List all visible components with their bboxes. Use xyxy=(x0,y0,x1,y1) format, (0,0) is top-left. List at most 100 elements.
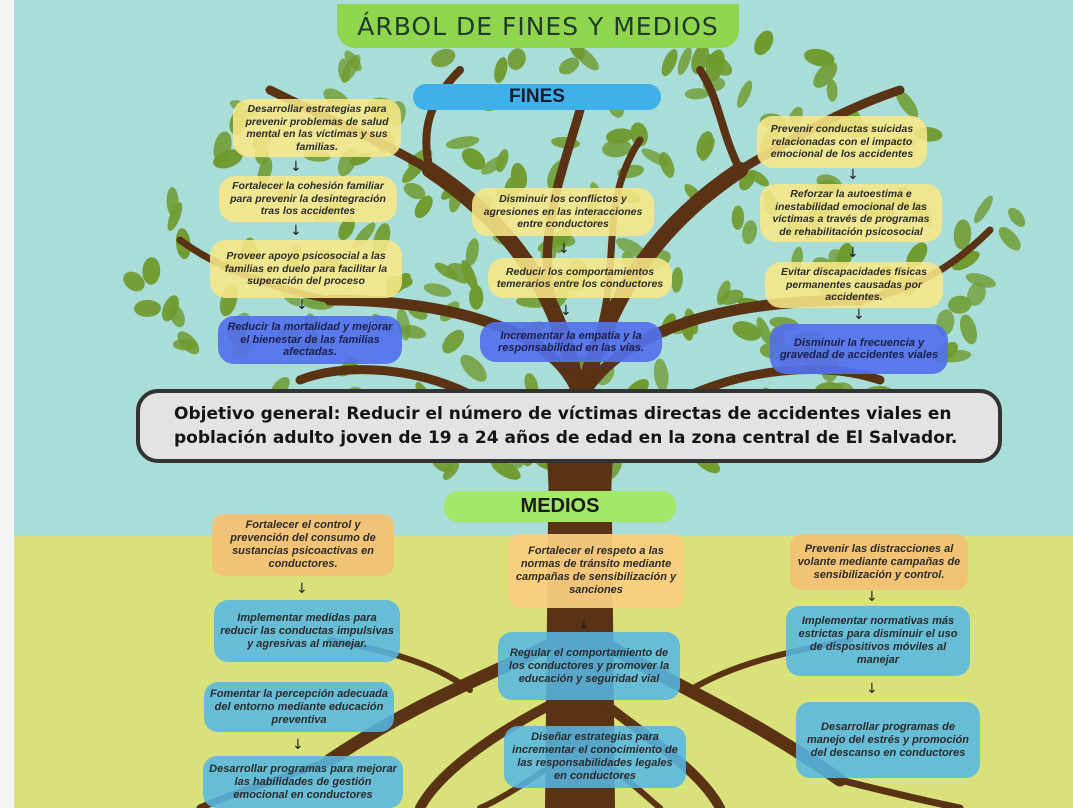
leaf xyxy=(142,257,161,285)
leaf xyxy=(677,46,692,75)
medios-center-box-1: Fortalecer el respeto a las normas de tr… xyxy=(508,534,684,608)
leaf xyxy=(573,45,599,71)
arrow: ↓ xyxy=(292,737,304,753)
leaf xyxy=(641,148,670,167)
leaf xyxy=(465,238,479,266)
leaf xyxy=(344,50,362,72)
fines-right-box-1: Prevenir conductas suicidas relacionadas… xyxy=(757,116,927,168)
leaf xyxy=(123,271,145,292)
title-banner xyxy=(337,4,739,48)
fines-left-box-1: Desarrollar estrategias para prevenir pr… xyxy=(233,99,401,157)
fines-right-box-3: Evitar discapacidades físicas permanente… xyxy=(765,262,943,308)
medios-label: MEDIOS xyxy=(444,491,676,522)
leaf xyxy=(671,267,683,293)
leaf xyxy=(826,79,838,102)
arrow: ↓ xyxy=(296,581,308,597)
leaf xyxy=(967,282,986,306)
leaf xyxy=(461,260,478,291)
leaf xyxy=(602,139,632,158)
leaf xyxy=(998,226,1021,251)
leaf xyxy=(423,283,452,297)
leaf xyxy=(953,219,972,250)
leaf xyxy=(684,88,710,100)
arrow: ↓ xyxy=(296,297,308,313)
medios-center-box-3: Diseñar estrategias para incrementar el … xyxy=(504,726,686,788)
leaf xyxy=(804,48,835,67)
fines-center-box-3: Incrementar la empatía y la responsabili… xyxy=(480,322,662,362)
leaf xyxy=(754,30,774,56)
medios-center-box-2: Regular el comportamiento de los conduct… xyxy=(498,632,680,700)
arrow: ↓ xyxy=(560,303,572,319)
leaf xyxy=(630,122,648,147)
arrow: ↓ xyxy=(558,241,570,257)
medios-left-box-1: Fortalecer el control y prevención del c… xyxy=(212,514,394,576)
objective-line-2: población adulto joven de 19 a 24 años d… xyxy=(174,428,958,448)
arrow: ↓ xyxy=(866,589,878,605)
leaf xyxy=(510,163,528,191)
arrow: ↓ xyxy=(847,167,859,183)
fines-left-box-3: Proveer apoyo psicosocial a las familias… xyxy=(210,240,402,298)
leaf xyxy=(973,195,993,224)
leaf xyxy=(442,329,465,354)
medios-right-box-2: Implementar normativas más estrictas par… xyxy=(786,606,970,676)
leaf xyxy=(952,250,980,271)
leaf xyxy=(1008,207,1026,227)
fines-label: FINES xyxy=(413,84,661,110)
leaf xyxy=(460,354,487,382)
leaf xyxy=(445,136,480,149)
medios-left-box-2: Implementar medidas para reducir las con… xyxy=(214,600,400,662)
leaf xyxy=(558,57,580,75)
leaf xyxy=(653,358,669,392)
left-margin xyxy=(0,0,14,808)
leaf xyxy=(691,44,710,75)
leaf xyxy=(213,131,232,163)
leaf xyxy=(895,89,919,118)
arrow: ↓ xyxy=(847,245,859,261)
arrow: ↓ xyxy=(866,681,878,697)
leaf xyxy=(965,273,996,288)
fines-center-box-2: Reducir los comportamientos temerarios e… xyxy=(488,258,672,298)
leaf xyxy=(469,284,484,310)
leaf xyxy=(948,295,972,314)
leaf xyxy=(134,299,161,317)
leaf xyxy=(756,317,772,345)
fines-left-box-4: Reducir la mortalidad y mejorar el biene… xyxy=(218,316,402,364)
medios-right-box-3: Desarrollar programas de manejo del estr… xyxy=(796,702,980,778)
arrow: ↓ xyxy=(578,617,590,633)
medios-left-box-3: Fomentar la percepción adecuada del ento… xyxy=(204,682,394,732)
leaf xyxy=(496,149,509,173)
leaf xyxy=(661,49,678,77)
leaf xyxy=(959,314,978,345)
fines-right-box-2: Reforzar la autoestima e inestabilidad e… xyxy=(760,184,942,242)
fines-left-box-2: Fortalecer la cohesión familiar para pre… xyxy=(219,176,397,222)
leaf xyxy=(705,49,725,82)
leaf xyxy=(490,458,521,480)
medios-right-box-1: Prevenir las distracciones al volante me… xyxy=(790,534,968,590)
general-objective-text: Objetivo general: Reducir el número de v… xyxy=(174,402,964,450)
fines-center-box-1: Disminuir los conflictos y agresiones en… xyxy=(472,188,654,236)
leaf xyxy=(172,338,197,351)
leaf xyxy=(507,48,526,70)
general-objective-box: Objetivo general: Reducir el número de v… xyxy=(136,389,1002,463)
leaf xyxy=(494,57,508,84)
medios-left-box-4: Desarrollar programas para mejorar las h… xyxy=(203,756,403,808)
leaf xyxy=(742,220,757,245)
leaf xyxy=(731,205,745,230)
leaf xyxy=(732,321,762,341)
leaf xyxy=(461,148,486,170)
objective-line-1: Objetivo general: Reducir el número de v… xyxy=(174,404,952,424)
arrow: ↓ xyxy=(290,223,302,239)
leaf xyxy=(169,305,185,328)
leaf xyxy=(431,48,456,68)
leaf xyxy=(716,280,731,306)
leaf xyxy=(399,325,426,339)
leaf xyxy=(813,61,838,88)
leaf xyxy=(700,137,715,161)
leaf xyxy=(442,461,460,481)
arrow: ↓ xyxy=(853,307,865,323)
fines-right-box-4: Disminuir la frecuencia y gravedad de ac… xyxy=(770,324,948,374)
leaf xyxy=(338,216,356,241)
leaf xyxy=(167,202,183,231)
arrow: ↓ xyxy=(290,159,302,175)
leaf xyxy=(338,58,351,83)
